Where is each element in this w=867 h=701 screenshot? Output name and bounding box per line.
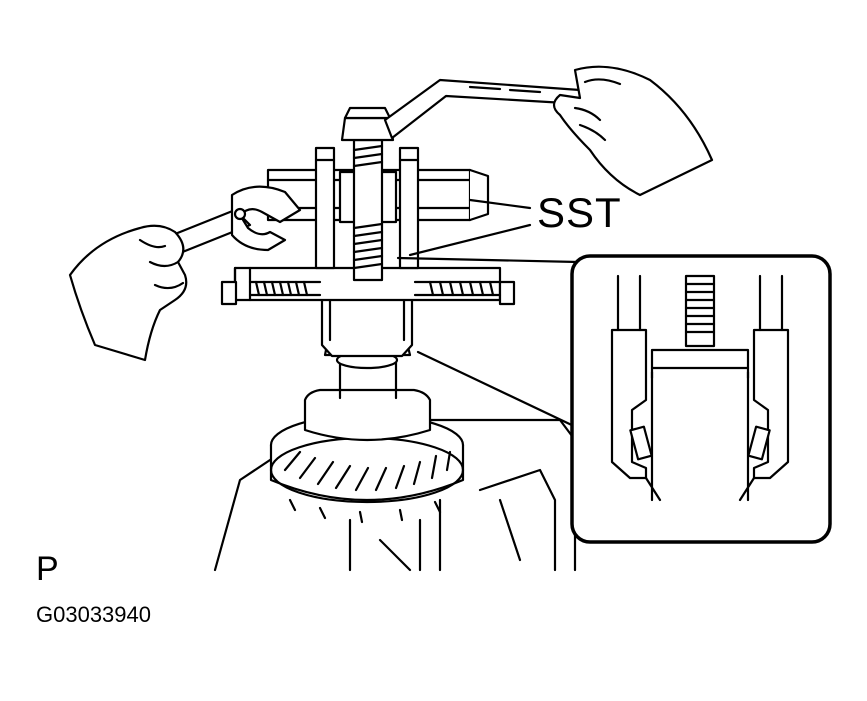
- right-hand: [552, 65, 714, 197]
- callout-lines: [396, 256, 580, 430]
- cross-arm: [220, 266, 516, 306]
- view-letter: P: [36, 550, 59, 588]
- sst-label: SST: [537, 189, 622, 236]
- sst-leader: [408, 198, 532, 257]
- inset-center-screw: [650, 274, 750, 380]
- upper-wrench: [383, 78, 584, 140]
- inset-left-arm: [610, 274, 662, 502]
- differential-case: [303, 350, 432, 442]
- center-screw: [338, 106, 398, 282]
- inset-right-arm: [738, 274, 790, 502]
- side-rods: [314, 146, 420, 270]
- left-hand: [68, 224, 188, 362]
- figure-id: G03033940: [36, 602, 151, 627]
- detail-inset: [570, 254, 832, 544]
